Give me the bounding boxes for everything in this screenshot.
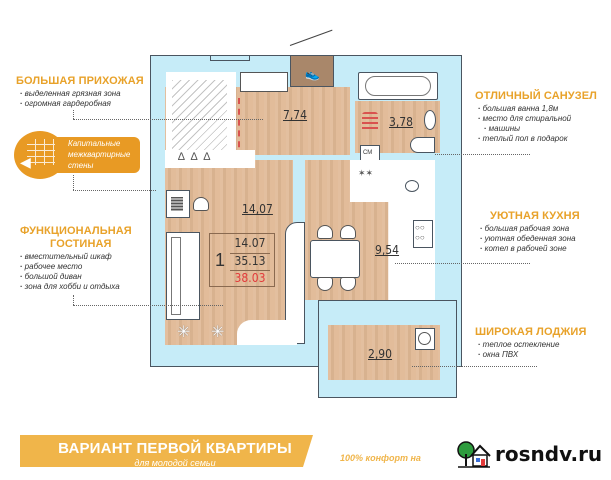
dining-table bbox=[310, 240, 360, 278]
callout-living-title-1: ФУНКЦИОНАЛЬНАЯ bbox=[20, 225, 132, 237]
callout-living-title-2: ГОСТИНАЯ bbox=[50, 238, 112, 250]
bathtub-inner bbox=[365, 76, 431, 96]
apartment-summary bbox=[209, 233, 275, 287]
callout-item: теплое остекление bbox=[478, 340, 560, 350]
kitchen-area: 9,54 bbox=[375, 243, 400, 257]
washer-label: СМ bbox=[363, 150, 373, 156]
callout-kitchen-list: большая рабочая зона уютная обеденная зо… bbox=[480, 224, 576, 254]
loggia-area: 2,90 bbox=[368, 347, 393, 361]
plant-icon-2: ✳ bbox=[211, 324, 225, 341]
leader-line bbox=[435, 154, 530, 155]
boiler-circle-icon bbox=[418, 332, 431, 345]
callout-bathroom-list: большая ванна 1,8м место для стиральной … bbox=[478, 104, 571, 144]
plant-icon-1: ✳ bbox=[177, 324, 191, 341]
loggia-floor bbox=[328, 325, 440, 380]
summary-total: 35.13 bbox=[230, 253, 270, 268]
brick-pattern bbox=[27, 139, 55, 165]
heated-towel-rail-icon bbox=[362, 112, 378, 132]
callout-kitchen-title: УЮТНАЯ КУХНЯ bbox=[490, 210, 580, 222]
entry-door-swing bbox=[289, 29, 333, 46]
hallway-area: 7,74 bbox=[283, 108, 308, 122]
callout-hallway-title: БОЛЬШАЯ ПРИХОЖАЯ bbox=[16, 75, 144, 87]
banner-tail bbox=[303, 435, 460, 467]
dining-chair-2 bbox=[340, 225, 356, 239]
dining-chair-1 bbox=[317, 225, 333, 239]
callout-item: вместительный шкаф bbox=[20, 252, 120, 262]
leader-line bbox=[73, 175, 74, 190]
callout-item: рабочее место bbox=[20, 262, 120, 272]
callout-loggia-list: теплое остекление окна ПВХ bbox=[478, 340, 560, 360]
callout-item: окна ПВХ bbox=[478, 350, 559, 360]
leader-line bbox=[395, 263, 530, 264]
leader-line bbox=[73, 119, 263, 120]
watermark-text: rosndv.ru bbox=[495, 442, 603, 466]
computer-icon bbox=[171, 197, 183, 211]
callout-item: большая ванна 1,8м bbox=[478, 104, 571, 114]
shoes-icon: 👟 bbox=[305, 67, 320, 81]
toilet bbox=[410, 137, 435, 153]
watermark[interactable]: rosndv.ru bbox=[455, 438, 605, 472]
desk-chair bbox=[193, 197, 209, 211]
banner-title: ВАРИАНТ ПЕРВОЙ КВАРТИРЫ bbox=[58, 440, 292, 457]
summary-total-loggia: 38.03 bbox=[230, 270, 270, 285]
walls-label-2: межквартирные bbox=[68, 150, 131, 159]
megaphone-icon: ◀ bbox=[20, 154, 31, 170]
hallway-divider-line bbox=[238, 98, 240, 158]
callout-item: котел в рабочей зоне bbox=[480, 244, 576, 254]
callout-item: место для стиральной bbox=[478, 114, 571, 124]
stove bbox=[413, 220, 433, 248]
leader-line bbox=[73, 295, 74, 305]
leader-line bbox=[73, 305, 223, 306]
hanger-icons: ∆∆∆ bbox=[178, 151, 217, 163]
callout-bathroom-title: ОТЛИЧНЫЙ САНУЗЕЛ bbox=[475, 90, 597, 102]
callout-item: огромная гардеробная bbox=[20, 99, 121, 109]
banner-subtitle: для молодой семьи bbox=[134, 458, 216, 468]
living-area: 14,07 bbox=[242, 202, 273, 216]
callout-loggia-title: ШИРОКАЯ ЛОДЖИЯ bbox=[475, 326, 587, 338]
callout-living-list: вместительный шкаф рабочее место большой… bbox=[20, 252, 120, 292]
callout-item: большая рабочая зона bbox=[480, 224, 576, 234]
stove-burners: ○○○○ bbox=[415, 223, 425, 242]
callout-item: машины bbox=[478, 124, 571, 134]
callout-item: теплый пол в подарок bbox=[478, 134, 571, 144]
sink-bathroom bbox=[424, 110, 436, 130]
kitchen-sink bbox=[405, 180, 419, 192]
callout-item: большой диван bbox=[20, 272, 120, 282]
banner-slogan: 100% конфорт на bbox=[340, 453, 421, 463]
callout-hallway-list: выделенная грязная зона огромная гардеро… bbox=[20, 89, 121, 109]
walls-label-1: Капитальные bbox=[68, 139, 121, 148]
bathroom-area: 3,78 bbox=[389, 115, 414, 129]
entry-tambour bbox=[290, 55, 334, 87]
walls-label-3: стены bbox=[68, 161, 94, 170]
callout-item: выделенная грязная зона bbox=[20, 89, 121, 99]
hallway-cabinet bbox=[240, 72, 288, 92]
window-top-left bbox=[210, 55, 250, 61]
closet-hangers bbox=[165, 150, 255, 168]
house-tree-logo-icon bbox=[457, 440, 491, 468]
leader-line bbox=[73, 190, 156, 191]
summary-living: 14.07 bbox=[234, 236, 266, 250]
callout-item: зона для хобби и отдыха bbox=[20, 282, 120, 292]
armchair-corner bbox=[237, 320, 297, 345]
callout-item: уютная обеденная зона bbox=[480, 234, 576, 244]
leader-line bbox=[73, 110, 74, 119]
leader-line bbox=[412, 366, 537, 367]
sofa-cushions bbox=[171, 237, 181, 315]
summary-rooms-count: 1 bbox=[215, 250, 226, 270]
boiler-icon: ✶✶ bbox=[358, 168, 374, 178]
wardrobe-hatching bbox=[172, 80, 227, 152]
